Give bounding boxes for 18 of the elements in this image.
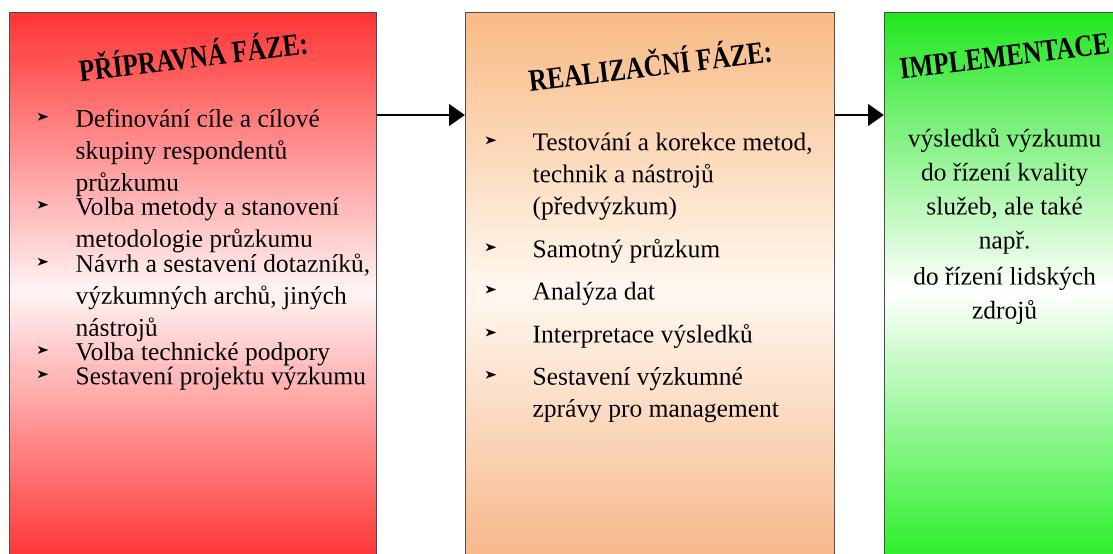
heading: REALIZAČNÍ FÁZE: <box>527 40 771 91</box>
heading: PŘÍPRAVNÁ FÁZE: <box>78 32 307 82</box>
list-item: Sestavení výzkumné zprávy pro management <box>533 366 779 423</box>
phase-box <box>884 12 1113 554</box>
list-item: Samotný průzkum <box>534 238 720 263</box>
list-item: Testování a korekce metod, technik a nástrojů (předvýzkum) <box>532 132 811 220</box>
list-item: Návrh a sestavení dotazníků, výzkumných archů, jiných nástrojů <box>75 253 369 342</box>
list-item: Analýza dat <box>532 281 655 305</box>
body-text: výsledků výzkumu do řízení kvality služeb, ale také např. <box>907 127 1101 254</box>
phase-box <box>465 12 835 554</box>
list-item: Definování cíle a cílové skupiny respondentů průzkumu <box>75 108 319 197</box>
list-item: Interpretace výsledků <box>533 323 753 348</box>
phase-box <box>9 12 377 554</box>
list-item: Sestavení projektu výzkumu <box>77 366 366 390</box>
heading: IMPLEMENTACE <box>899 33 1110 79</box>
body-text: do řízení lidských zdrojů <box>914 266 1096 324</box>
list-item: Volba technické podpory <box>75 342 330 366</box>
list-item: Volba metody a stanovení metodologie průzkumu <box>75 197 339 253</box>
